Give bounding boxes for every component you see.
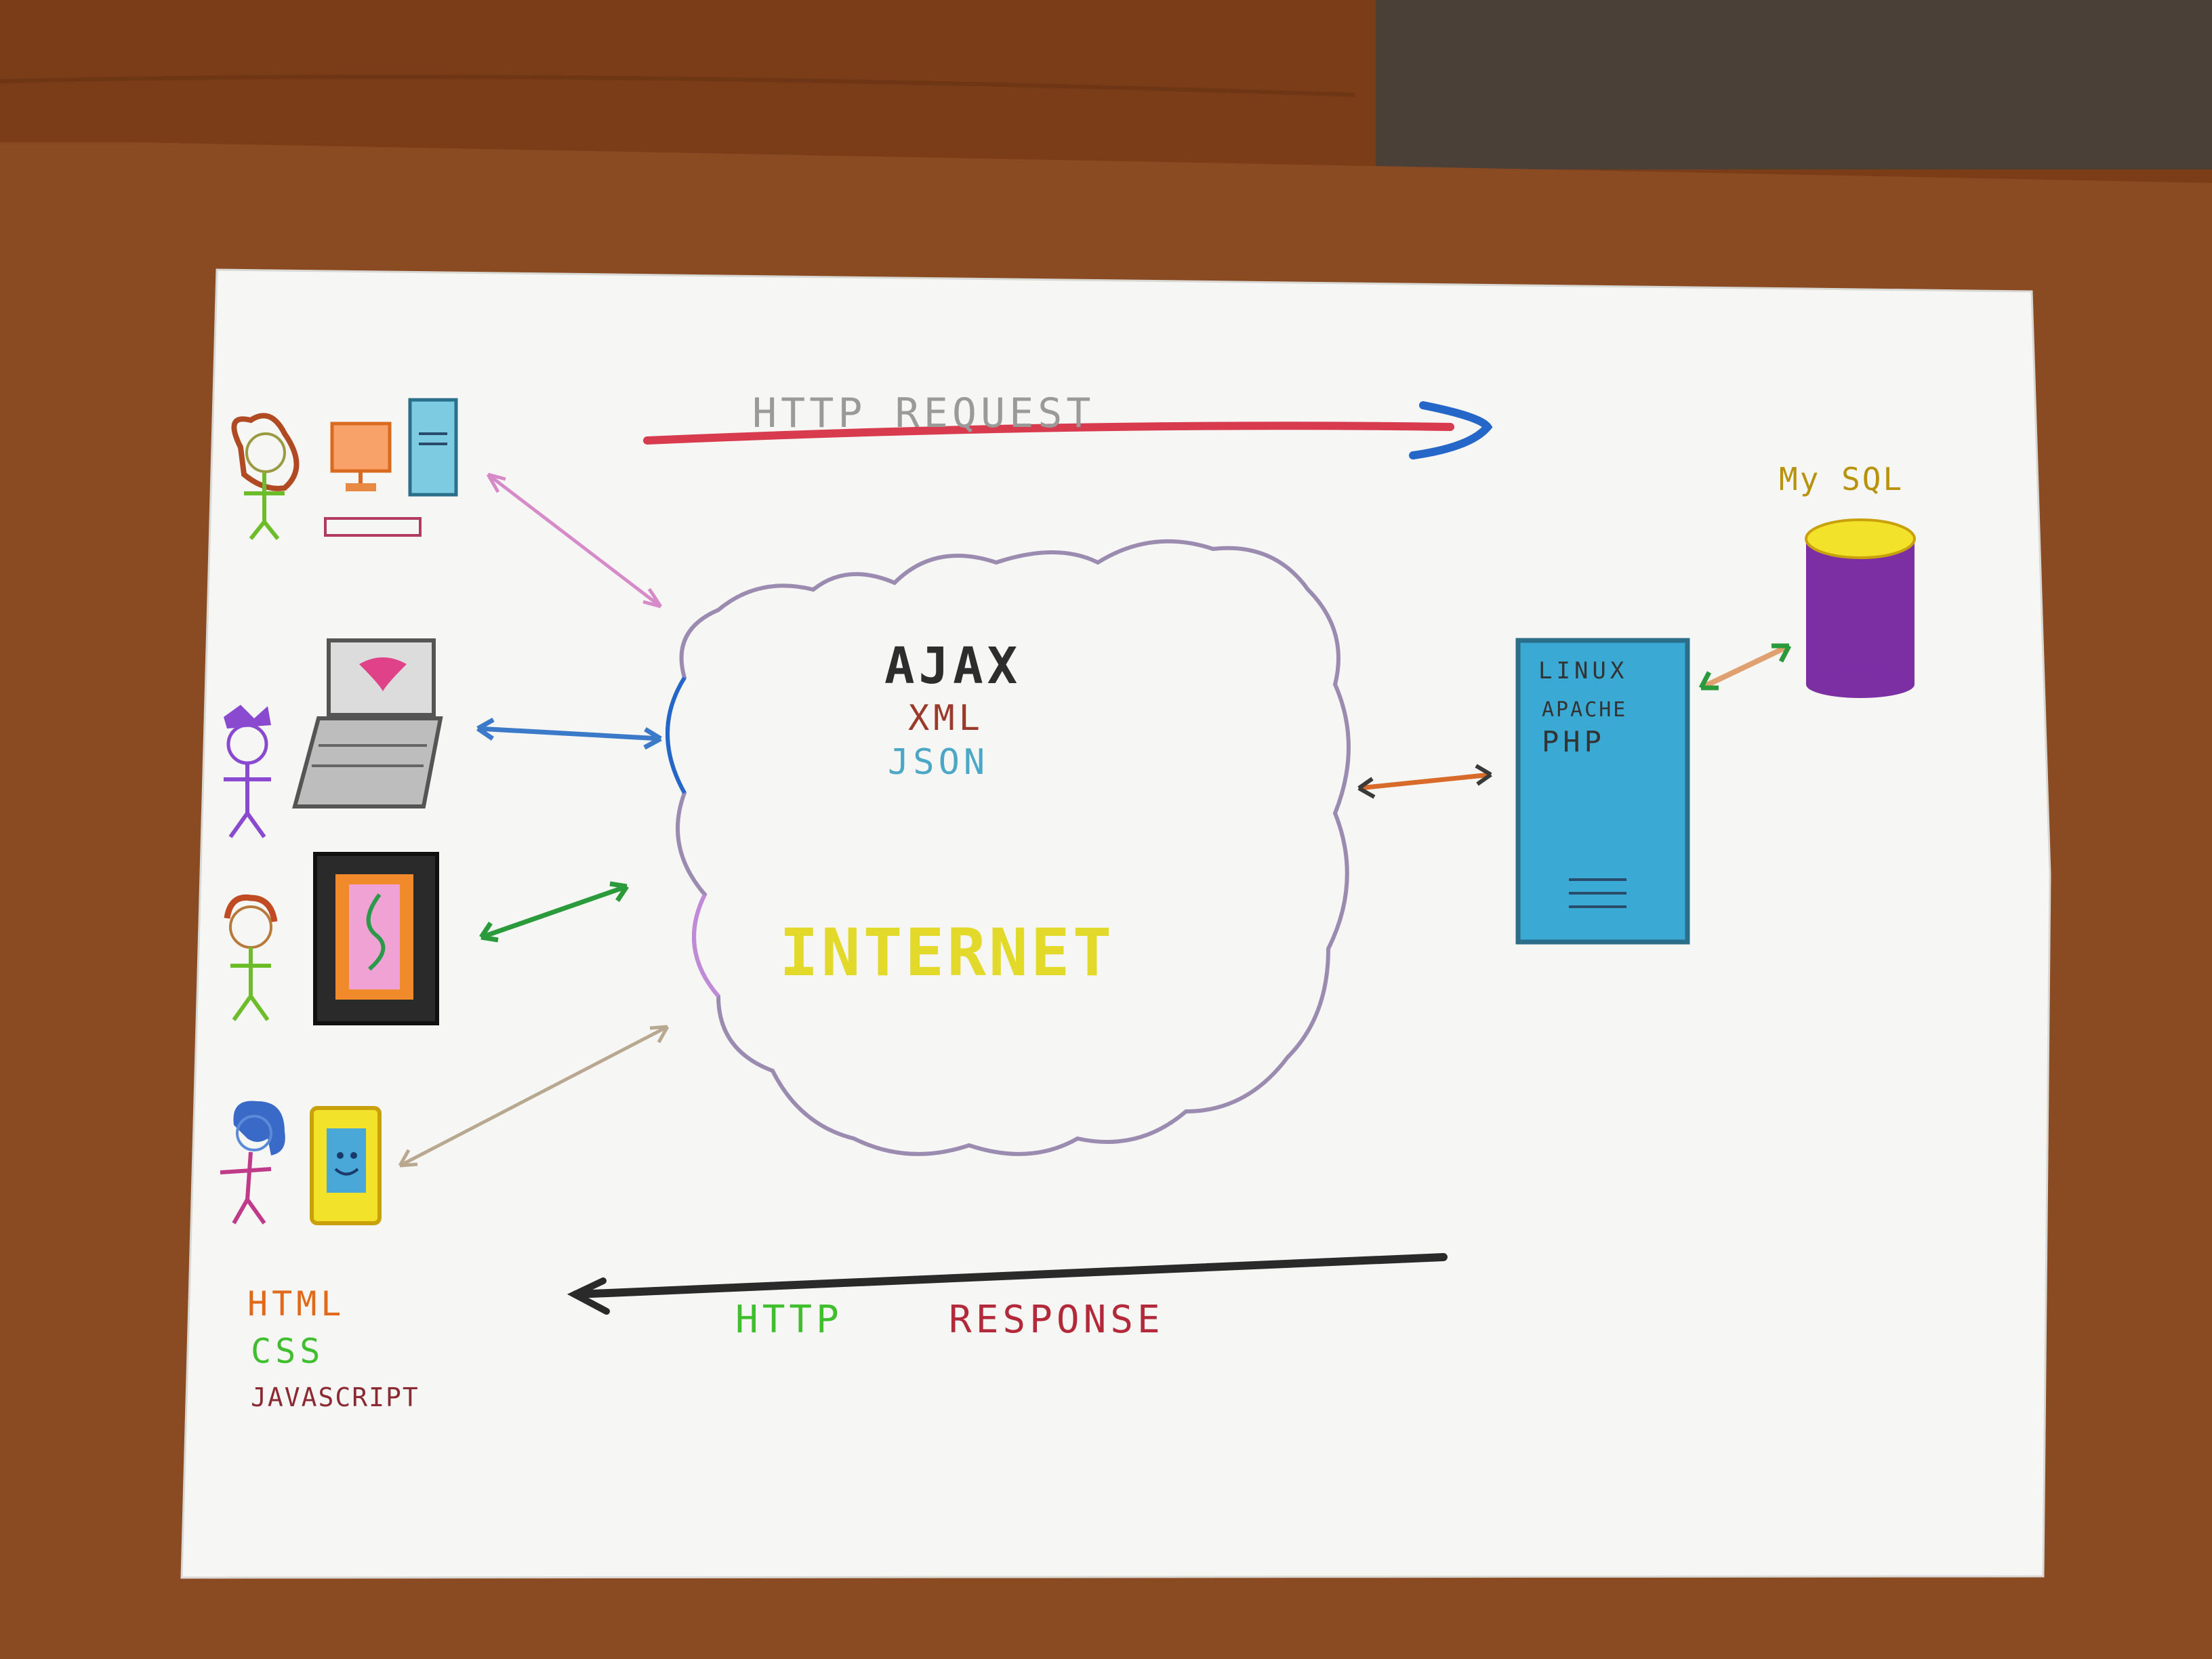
http-request-arrow bbox=[643, 401, 1493, 459]
person-blue-hair-icon bbox=[220, 1101, 285, 1225]
internet-cloud bbox=[665, 539, 1351, 1156]
person-orange-hair-icon bbox=[231, 413, 300, 540]
mysql-label: My SQL bbox=[1779, 461, 1904, 497]
client-tablet-user bbox=[224, 852, 629, 1025]
client-smartphone-user bbox=[220, 1025, 670, 1225]
json-label: JSON bbox=[888, 742, 989, 783]
css-label: CSS bbox=[251, 1332, 325, 1371]
http-request-label: HTTP REQUEST bbox=[752, 390, 1095, 437]
rug bbox=[1376, 0, 2212, 169]
person-green-body-icon bbox=[224, 894, 278, 1021]
arrow-cloud-server bbox=[1358, 772, 1492, 791]
arrow-desktop-cloud bbox=[487, 473, 662, 608]
arrow-tablet-cloud bbox=[480, 884, 628, 940]
arrow-server-database bbox=[1700, 643, 1790, 691]
person-purple-hair-icon bbox=[224, 705, 271, 838]
client-desktop-user bbox=[231, 398, 663, 609]
tablet-icon bbox=[313, 852, 439, 1025]
http-response-arrow bbox=[567, 1253, 1448, 1315]
xml-label: XML bbox=[908, 698, 984, 739]
laptop-icon bbox=[292, 638, 443, 808]
client-laptop-user bbox=[224, 638, 662, 838]
server-slots bbox=[1569, 878, 1626, 908]
server-box bbox=[1515, 638, 1690, 945]
http-response-label-response: RESPONSE bbox=[949, 1298, 1164, 1342]
arrow-smartphone-cloud bbox=[398, 1025, 669, 1168]
javascript-label: JAVASCRIPT bbox=[251, 1382, 419, 1412]
ajax-label: AJAX bbox=[884, 637, 1022, 695]
desktop-computer-icon bbox=[324, 398, 458, 537]
server-linux-label: LINUX bbox=[1538, 657, 1629, 684]
smartphone-icon bbox=[310, 1106, 382, 1225]
html-label: HTML bbox=[247, 1284, 346, 1324]
database-cylinder-icon bbox=[1805, 518, 1916, 698]
server-php-label: PHP bbox=[1542, 725, 1605, 758]
paper-sheet bbox=[180, 268, 2051, 1579]
server-apache-label: APACHE bbox=[1542, 698, 1628, 722]
internet-label: INTERNET bbox=[779, 915, 1115, 991]
arrow-laptop-cloud bbox=[477, 726, 661, 741]
http-response-label-http: HTTP bbox=[735, 1298, 843, 1342]
